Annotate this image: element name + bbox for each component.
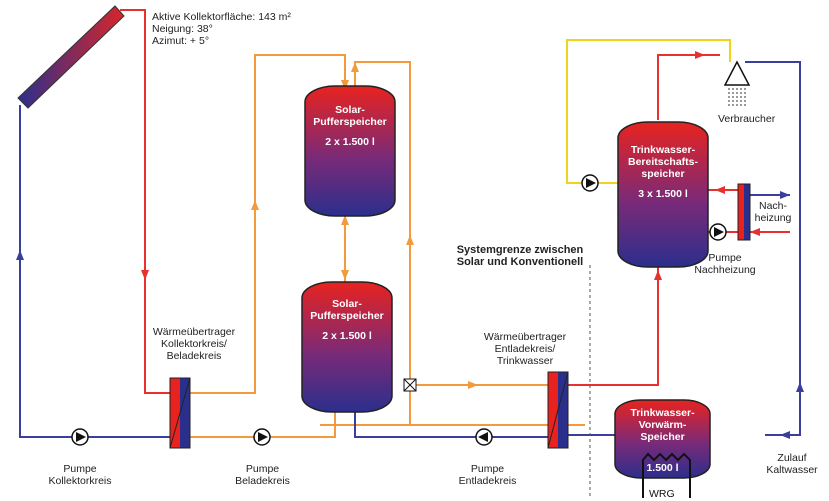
collector-cold-pipe: [19, 105, 170, 438]
pump-discharge: [475, 428, 493, 446]
preheat-coil: [642, 452, 691, 498]
collector-area-text: Aktive Kollektorfläche: 143 m²: [152, 11, 291, 23]
tank-preheat: [614, 399, 711, 479]
pump-collector-label: Pumpe Kollektorkreis: [48, 463, 112, 487]
three-way-valve: [403, 378, 417, 392]
tank-preheat-volume: 1.500 l: [646, 462, 679, 474]
hx-collector-label: Wärmeübertrager Kollektorkreis/ Beladekr…: [152, 326, 236, 362]
collector-azimuth-text: Azimut: + 5°: [152, 35, 210, 47]
tank-standby-label: Trinkwasser- Bereitschafts- speicher 3 x…: [627, 144, 699, 200]
collector-circuit-pipes: [19, 9, 170, 438]
load-circuit-arrows: [251, 62, 478, 389]
tank-buffer-bottom: [301, 281, 393, 413]
arrow-up-cold: [16, 250, 24, 260]
reheat-label: Nach- heizung: [754, 200, 792, 224]
collector-hot-pipe: [120, 9, 170, 394]
tank-buffer-top-label: Solar- Pufferspeicher 2 x 1.500 l: [313, 104, 387, 148]
collector-info: Aktive Kollektorfläche: 143 m² Neigung: …: [152, 11, 291, 47]
tank-preheat-label: Trinkwasser- Vorwärm- Speicher: [630, 407, 695, 443]
arrow-down-hot: [141, 270, 149, 280]
consumer-shower-icon: [723, 60, 751, 108]
pump-discharge-label: Pumpe Entladekreis: [458, 463, 517, 487]
hx-discharge-label: Wärmeübertrager Entladekreis/ Trinkwasse…: [483, 331, 567, 367]
wrg-label: WRG: [649, 488, 675, 500]
tank-buffer-bottom-label: Solar- Pufferspeicher 2 x 1.500 l: [310, 298, 384, 342]
pump-reheat: [709, 223, 727, 241]
pump-reheat-label: Pumpe Nachheizung: [694, 252, 756, 276]
consumer-label: Verbraucher: [718, 113, 776, 125]
pump-collector: [71, 428, 89, 446]
cold-water-arrows: [780, 191, 804, 439]
pump-load: [253, 428, 271, 446]
tank-buffer-top: [304, 85, 396, 217]
solar-collector: [17, 5, 125, 109]
hot-water-arrows: [654, 51, 760, 280]
collector-tilt-text: Neigung: 38°: [152, 23, 213, 35]
heat-exchanger-reheat: [737, 183, 751, 241]
pump-load-label: Pumpe Beladekreis: [235, 463, 290, 487]
pump-circulation: [581, 174, 599, 192]
tank-standby: [617, 121, 709, 268]
system-boundary-label: Systemgrenze zwischen Solar und Konventi…: [456, 244, 584, 268]
cold-water-label: Zulauf Kaltwasser: [766, 452, 818, 476]
